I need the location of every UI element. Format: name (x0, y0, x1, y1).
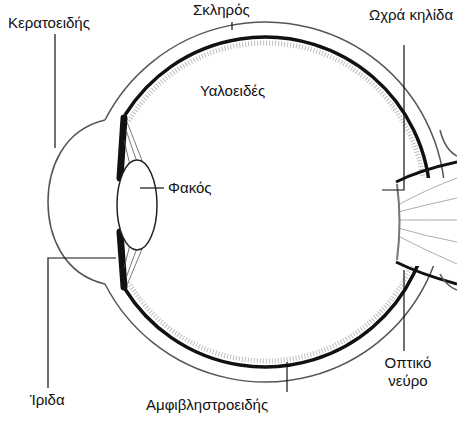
sclera-label: Σκληρός (193, 1, 250, 19)
nerve-fibres (398, 178, 457, 264)
retina-layer (129, 43, 425, 361)
nerve-sheath (396, 262, 457, 284)
lens-shape (117, 160, 157, 250)
cornea-outline (48, 120, 105, 284)
nerve-sheath-outer (440, 274, 457, 290)
macula-label: Ωχρά κηλίδα (368, 6, 454, 24)
nerve-cover (399, 178, 457, 266)
leader-line (48, 22, 404, 392)
nerve-sheath-outer (440, 130, 457, 156)
nerve-sheath (396, 162, 457, 182)
iris-label: Ίριδα (30, 391, 65, 409)
cornea-label: Κερατοειδής (8, 14, 90, 32)
vitreous-label: Υαλοειδές (200, 82, 265, 100)
retina-label: Αμφιβληστροειδής (146, 396, 268, 414)
iris-shape (120, 118, 124, 178)
iris-shape (120, 232, 124, 287)
choroid-line (125, 37, 430, 367)
sclera-outline (105, 22, 445, 382)
lens-label: Φακός (168, 179, 212, 197)
optic-disc (397, 184, 400, 260)
optic-nerve-label: Οπτικό νεύρο (366, 354, 450, 390)
